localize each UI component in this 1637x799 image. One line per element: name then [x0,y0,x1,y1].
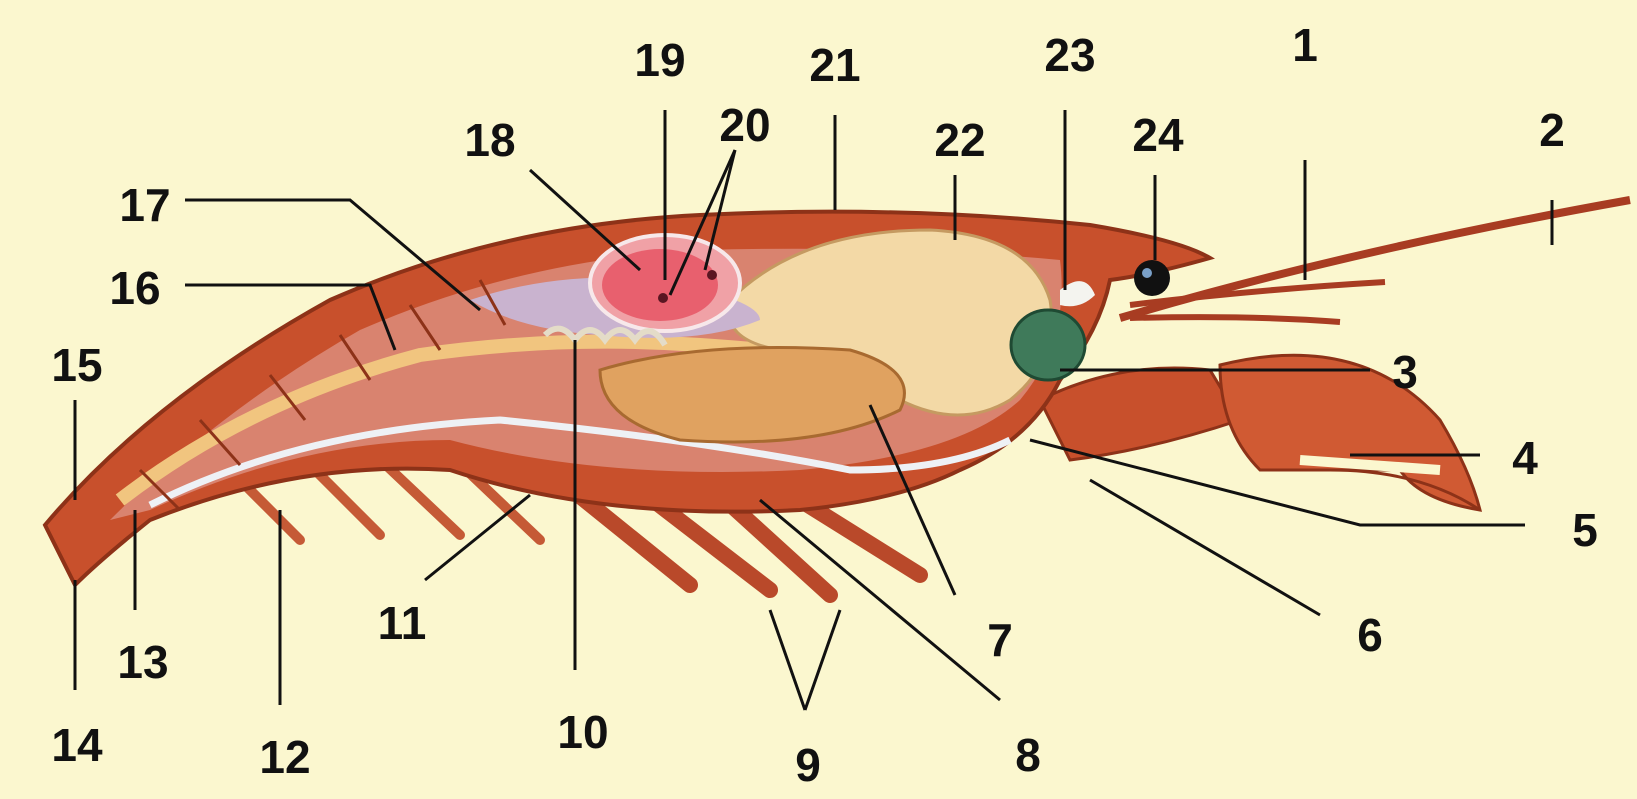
label-11: 11 [378,600,427,646]
antennule-lower [1130,317,1340,322]
label-1: 1 [1292,22,1318,68]
ostium-2 [707,270,717,280]
label-20: 20 [719,102,770,148]
label-17: 17 [119,182,170,228]
ostium-1 [658,293,668,303]
label-14: 14 [51,722,102,768]
label-10: 10 [557,709,608,755]
label-21: 21 [809,42,860,88]
label-3: 3 [1392,349,1418,395]
label-23: 23 [1044,32,1095,78]
heart [602,249,718,321]
label-12: 12 [259,734,310,780]
label-2: 2 [1539,107,1565,153]
label-22: 22 [934,117,985,163]
label-5: 5 [1572,507,1598,553]
label-15: 15 [51,342,102,388]
label-13: 13 [117,639,168,685]
label-24: 24 [1132,112,1183,158]
label-18: 18 [464,117,515,163]
label-8: 8 [1015,732,1041,778]
label-9: 9 [795,742,821,788]
label-4: 4 [1512,435,1538,481]
label-19: 19 [634,37,685,83]
label-16: 16 [109,265,160,311]
label-6: 6 [1357,612,1383,658]
label-7: 7 [987,617,1013,663]
eye [1134,260,1170,296]
